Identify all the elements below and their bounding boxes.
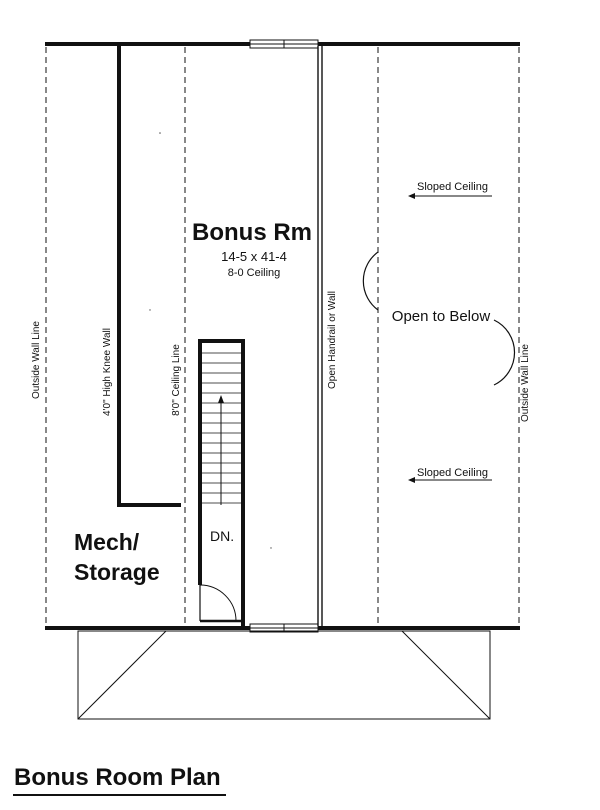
sloped-ceiling-upper-label: Sloped Ceiling [417,181,488,193]
mech-label-line2: Storage [74,559,160,585]
knee-wall [117,44,181,507]
bottom-window [249,623,319,633]
speck [159,132,161,134]
sloped-ceiling-arrow-upper [408,193,492,199]
handrail-label: Open Handrail or Wall [327,291,338,389]
outside-wall-left-label: Outside Wall Line [31,321,42,399]
knee-wall-label: 4'0" High Knee Wall [102,328,113,416]
speck [149,309,151,311]
outside-wall-right-label: Outside Wall Line [520,344,531,422]
stair-down-label: DN. [210,528,234,544]
open-to-below-arc-bottom [493,319,516,386]
mech-label-line1: Mech/ [74,529,140,555]
title-underline [13,794,226,796]
plan-title: Bonus Room Plan [14,764,221,791]
room-ceiling: 8-0 Ceiling [228,267,281,279]
top-window [249,39,319,49]
open-to-below-label: Open to Below [392,308,491,325]
open-to-below-arc-top [362,251,379,311]
ceiling-line-label: 8'0" Ceiling Line [171,344,182,416]
stair-direction-arrow [218,395,224,505]
sloped-ceiling-arrow-lower [408,477,492,483]
door [199,584,243,623]
porch-roof [77,630,491,720]
speck [270,547,272,549]
sloped-ceiling-lower-label: Sloped Ceiling [417,467,488,479]
room-dimensions: 14-5 x 41-4 [221,249,287,264]
room-name: Bonus Rm [192,219,312,246]
